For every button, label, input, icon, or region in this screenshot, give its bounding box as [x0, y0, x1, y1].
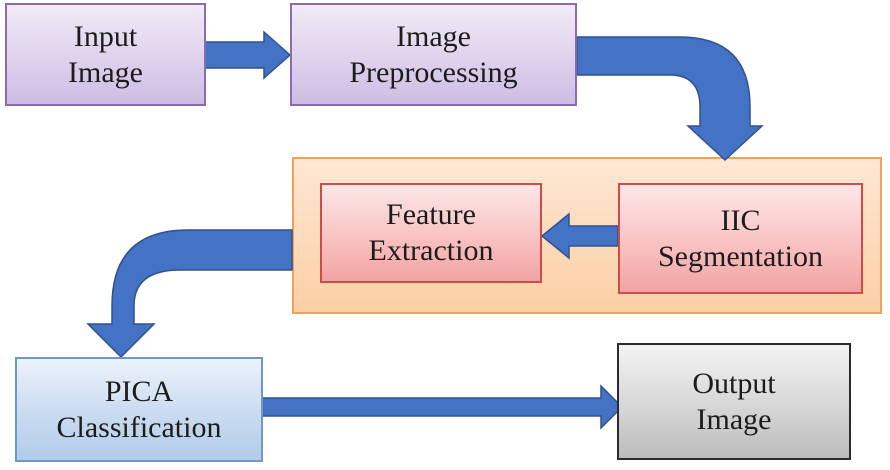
arrow-input-to-preprocessing [204, 30, 292, 80]
feature-extraction-label-line-1: Feature [386, 198, 476, 231]
arrow-extraction-to-classification [86, 229, 293, 359]
pica-classification-box: PICA Classification [15, 357, 263, 462]
output-image-box: Output Image [617, 343, 851, 460]
input-image-box: Input Image [5, 3, 206, 106]
arrow-segmentation-to-extraction [540, 212, 619, 260]
image-preprocessing-label-line-1: Image [396, 19, 471, 53]
pica-classification-label-line-1: PICA [104, 374, 174, 408]
iic-segmentation-box: IIC Segmentation [618, 183, 863, 294]
input-image-label-line-1: Input [73, 19, 138, 53]
arrow-classification-to-output [261, 384, 624, 430]
feature-extraction-box: Feature Extraction [320, 183, 542, 283]
iic-segmentation-label-line-1: IIC [720, 203, 761, 237]
image-preprocessing-box: Image Preprocessing [290, 3, 577, 106]
output-image-label-line-1: Output [692, 366, 776, 400]
pica-classification-label-line-2: Classification [56, 410, 222, 444]
input-image-label-line-2: Image [68, 55, 143, 89]
iic-segmentation-label-line-2: Segmentation [658, 239, 823, 273]
feature-extraction-label-line-2: Extraction [368, 234, 494, 267]
image-preprocessing-label-line-2: Preprocessing [349, 55, 518, 89]
output-image-label-line-2: Image [696, 402, 772, 436]
arrow-preprocessing-to-segmentation [576, 36, 764, 162]
